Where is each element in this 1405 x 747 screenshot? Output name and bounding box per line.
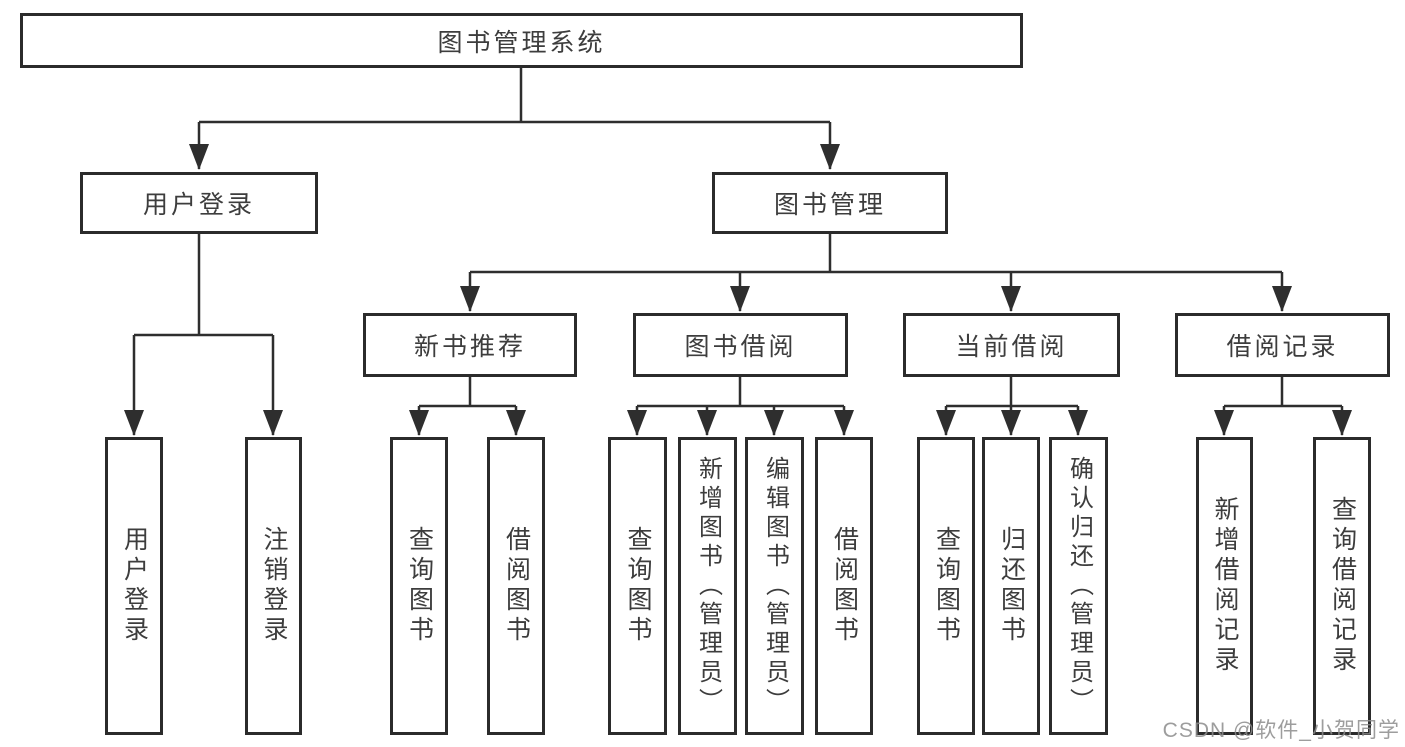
- node-root-system: 图书管理系统: [20, 13, 1023, 68]
- node-label: 新书推荐: [413, 333, 526, 361]
- node-borrowing-records: 借阅记录: [1175, 313, 1390, 377]
- leaf-borrow-books-recommend: 借阅图书: [487, 437, 545, 735]
- leaf-label: 注销登录: [260, 526, 288, 646]
- leaf-add-books-admin: 新增图书（管理员）: [678, 437, 737, 735]
- node-user-login: 用户登录: [80, 172, 318, 234]
- node-current-borrowing: 当前借阅: [903, 313, 1120, 377]
- connector-root-split: [199, 67, 830, 124]
- node-book-borrowing: 图书借阅: [633, 313, 848, 377]
- node-new-book-recommend: 新书推荐: [363, 313, 577, 377]
- leaf-confirm-return-admin: 确认归还（管理员）: [1049, 437, 1108, 735]
- leaf-label: 确认归还（管理员）: [1065, 455, 1093, 717]
- leaf-label: 查询借阅记录: [1328, 496, 1357, 676]
- leaf-label: 用户登录: [120, 526, 149, 646]
- leaf-search-borrow-record: 查询借阅记录: [1313, 437, 1371, 735]
- node-label: 图书管理: [773, 191, 886, 219]
- node-book-management: 图书管理: [712, 172, 948, 234]
- connector-currentborrow-split: [946, 376, 1078, 408]
- leaf-user-login: 用户登录: [105, 437, 163, 735]
- leaf-label: 查询图书: [624, 526, 652, 646]
- connector-newbookrec-split: [419, 376, 516, 408]
- leaf-label: 归还图书: [997, 526, 1026, 646]
- leaf-label: 新增图书（管理员）: [694, 455, 722, 717]
- csdn-watermark: CSDN @软件_小贺同学: [1162, 719, 1400, 742]
- node-label: 借阅记录: [1226, 333, 1339, 361]
- leaf-logout: 注销登录: [245, 437, 302, 735]
- node-root-label: 图书管理系统: [437, 28, 606, 57]
- leaf-label: 借阅图书: [830, 526, 859, 646]
- leaf-label: 编辑图书（管理员）: [761, 455, 789, 717]
- leaf-edit-books-admin: 编辑图书（管理员）: [745, 437, 804, 735]
- leaf-search-books-borrowing: 查询图书: [608, 437, 667, 735]
- leaf-borrow-books: 借阅图书: [815, 437, 873, 735]
- leaf-label: 查询图书: [405, 526, 434, 646]
- node-label: 用户登录: [142, 191, 255, 219]
- connector-bookborrow-split: [637, 376, 844, 408]
- leaf-label: 借阅图书: [502, 526, 531, 646]
- connector-bookmgmt-split: [470, 233, 1282, 274]
- connector-userlogin-split: [134, 233, 273, 337]
- leaf-search-books-current: 查询图书: [917, 437, 975, 735]
- leaf-add-borrow-record: 新增借阅记录: [1196, 437, 1253, 735]
- node-label: 当前借阅: [955, 333, 1068, 361]
- leaf-label: 查询图书: [932, 526, 961, 646]
- connector-borrowrecord-split: [1224, 376, 1342, 408]
- leaf-label: 新增借阅记录: [1211, 496, 1239, 676]
- node-label: 图书借阅: [684, 333, 797, 361]
- leaf-search-books-recommend: 查询图书: [390, 437, 448, 735]
- leaf-return-books: 归还图书: [982, 437, 1040, 735]
